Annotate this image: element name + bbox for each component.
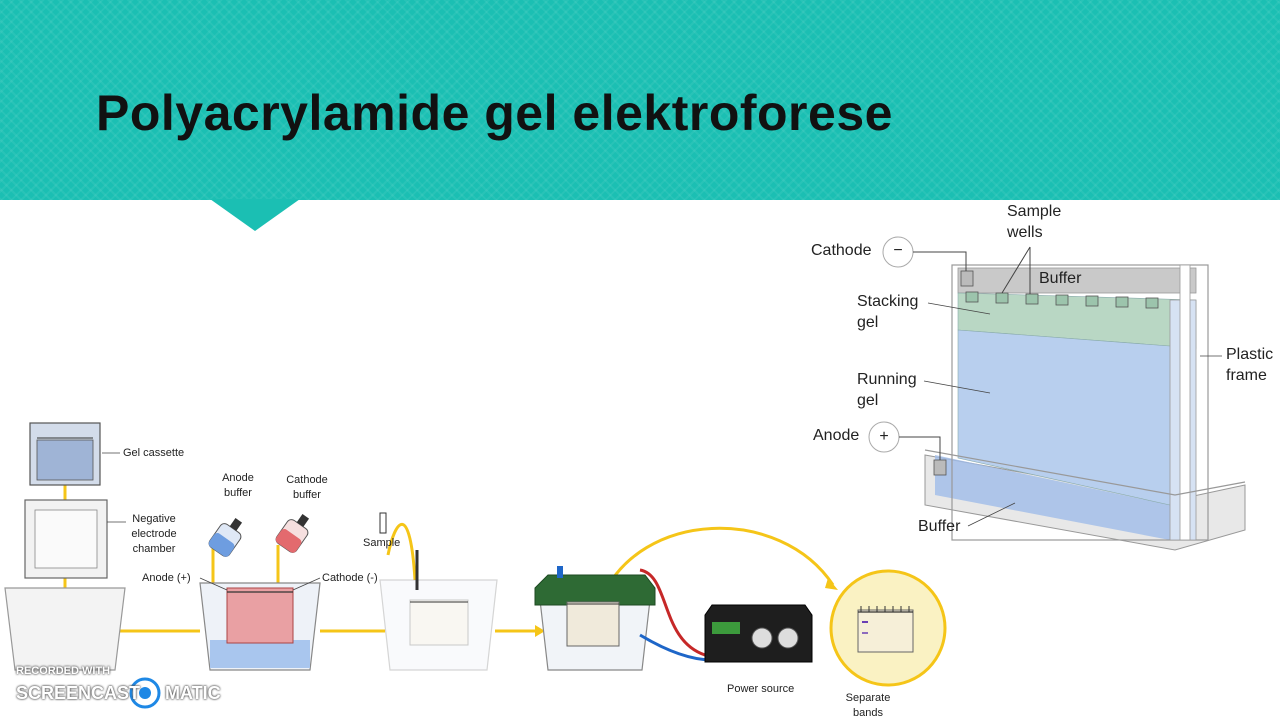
banner-notch [210,199,300,231]
sample-wells-label-line2: wells [1007,224,1043,241]
cathode-buffer-label-line1: Cathode [286,474,328,486]
anode-buffer-label-line1: Anode [222,472,254,484]
watermark-screencast: SCREENCAST [16,683,141,703]
stacking-gel-label-line1: Stacking [857,293,919,310]
sample-wells-label-line1: Sample [1007,203,1062,220]
stacking-gel-label-line2: gel [857,314,879,331]
anode-sign: + [879,428,889,445]
watermark-recorded-with: RECORDED WITH [16,665,111,677]
cathode-label: Cathode [811,242,872,259]
cathode-sign: − [893,242,903,259]
cathode-minus-label: Cathode (-) [322,572,378,584]
negative-electrode-label-line1: Negative [132,513,176,525]
anode-label: Anode [813,427,860,444]
running-gel-label-line1: Running [857,371,917,388]
separate-bands-label-line1: Separate [845,692,891,704]
gel-cassette-label: Gel cassette [123,447,185,459]
negative-electrode-label-line3: chamber [132,543,176,555]
buffer-bottom-label: Buffer [918,518,961,535]
anode-plus-label: Anode (+) [142,572,191,584]
negative-electrode-label-line2: electrode [131,528,177,540]
plastic-frame-label-line1: Plastic [1226,346,1274,363]
power-source-label: Power source [727,683,795,695]
vertical-gel-apparatus [868,236,1246,551]
assembly-workflow [4,422,947,709]
buffer-top-label: Buffer [1039,270,1082,287]
sample-label: Sample [363,537,401,549]
cathode-buffer-label-line2: buffer [293,489,321,501]
watermark-matic: MATIC [165,683,221,703]
title-banner [0,0,1280,200]
slide-title: Polyacrylamide gel elektroforese [96,85,893,141]
separate-bands-label-line2: bands [853,707,883,719]
running-gel-label-line2: gel [857,392,879,409]
plastic-frame-label-line2: frame [1226,367,1267,384]
anode-buffer-label-line2: buffer [224,487,252,499]
